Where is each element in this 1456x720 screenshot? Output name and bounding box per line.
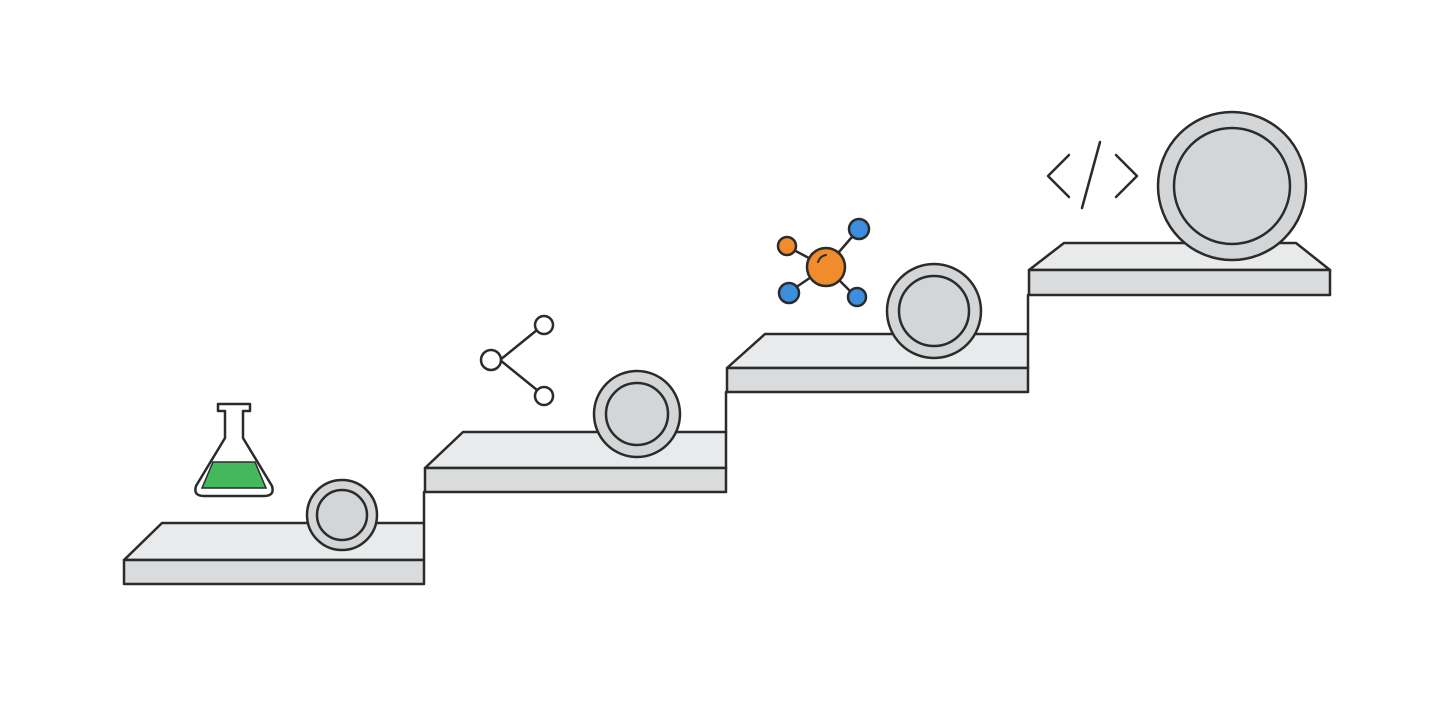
code-brackets-icon: [1046, 140, 1139, 210]
step-3: [725, 332, 1030, 394]
step-1-front: [122, 558, 426, 586]
step-3-top: [725, 332, 1030, 370]
coin-medium: [592, 369, 682, 459]
step-1-top: [122, 521, 426, 562]
molecule-icon: [776, 217, 871, 308]
step-2-front: [423, 466, 728, 494]
step-4: [1027, 241, 1332, 297]
step-4-top: [1027, 241, 1332, 272]
step-2: [423, 430, 728, 494]
flask-icon: [194, 402, 274, 498]
step-4-front: [1027, 268, 1332, 297]
coin-small: [305, 478, 379, 552]
step-1: [122, 521, 426, 586]
coin-large: [885, 262, 983, 360]
step-2-top: [423, 430, 728, 470]
step-3-front: [725, 366, 1030, 394]
coin-extra-large: [1156, 110, 1308, 262]
branch-icon: [479, 314, 555, 407]
flask-liquid: [200, 461, 268, 489]
